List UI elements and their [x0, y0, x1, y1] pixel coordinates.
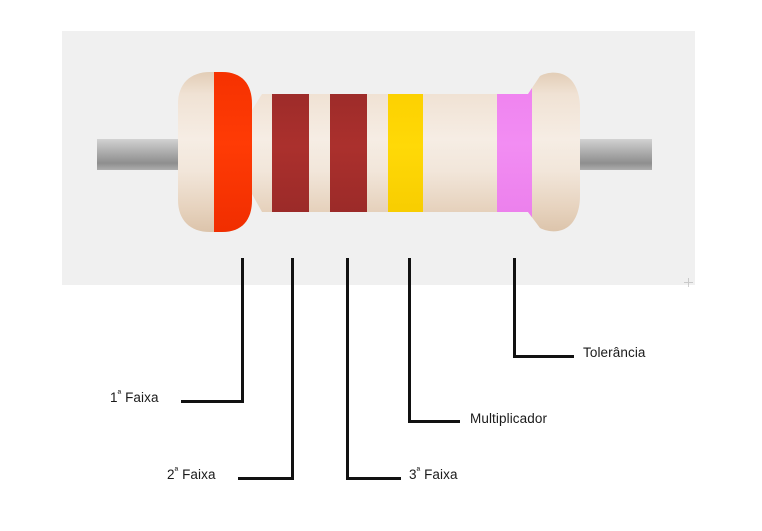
leader-line-5-horizontal [513, 355, 574, 358]
callout-2-number: 2 [167, 467, 175, 482]
leader-line-4-vertical [408, 258, 411, 423]
callout-label-band-2: 2ª Faixa [167, 465, 216, 482]
callout-label-band-3: 3ª Faixa [409, 465, 458, 482]
callout-2-word: Faixa [178, 467, 216, 482]
leader-line-3-horizontal [346, 477, 401, 480]
leader-line-4-horizontal [408, 420, 460, 423]
image-backdrop-panel [62, 31, 695, 285]
callout-5-text: Tolerância [583, 345, 646, 360]
leader-line-1-vertical [241, 258, 244, 403]
callout-label-multiplier: Multiplicador [470, 411, 547, 426]
leader-line-1-horizontal [181, 400, 244, 403]
callout-3-number: 3 [409, 467, 417, 482]
leader-line-2-vertical [291, 258, 294, 480]
callout-label-tolerance: Tolerância [583, 345, 646, 360]
callout-4-text: Multiplicador [470, 411, 548, 426]
callout-label-band-1: 1ª Faixa [110, 388, 159, 405]
leader-line-3-vertical [346, 258, 349, 480]
callout-1-word: Faixa [121, 390, 159, 405]
callout-2-ordinal: ª [174, 465, 179, 477]
cursor-artifact [684, 278, 693, 287]
leader-line-2-horizontal [238, 477, 294, 480]
leader-line-5-vertical [513, 258, 516, 358]
callout-1-number: 1 [110, 390, 118, 405]
callout-1-ordinal: ª [117, 388, 122, 400]
callout-3-word: Faixa [420, 467, 458, 482]
callout-3-ordinal: ª [416, 465, 421, 477]
